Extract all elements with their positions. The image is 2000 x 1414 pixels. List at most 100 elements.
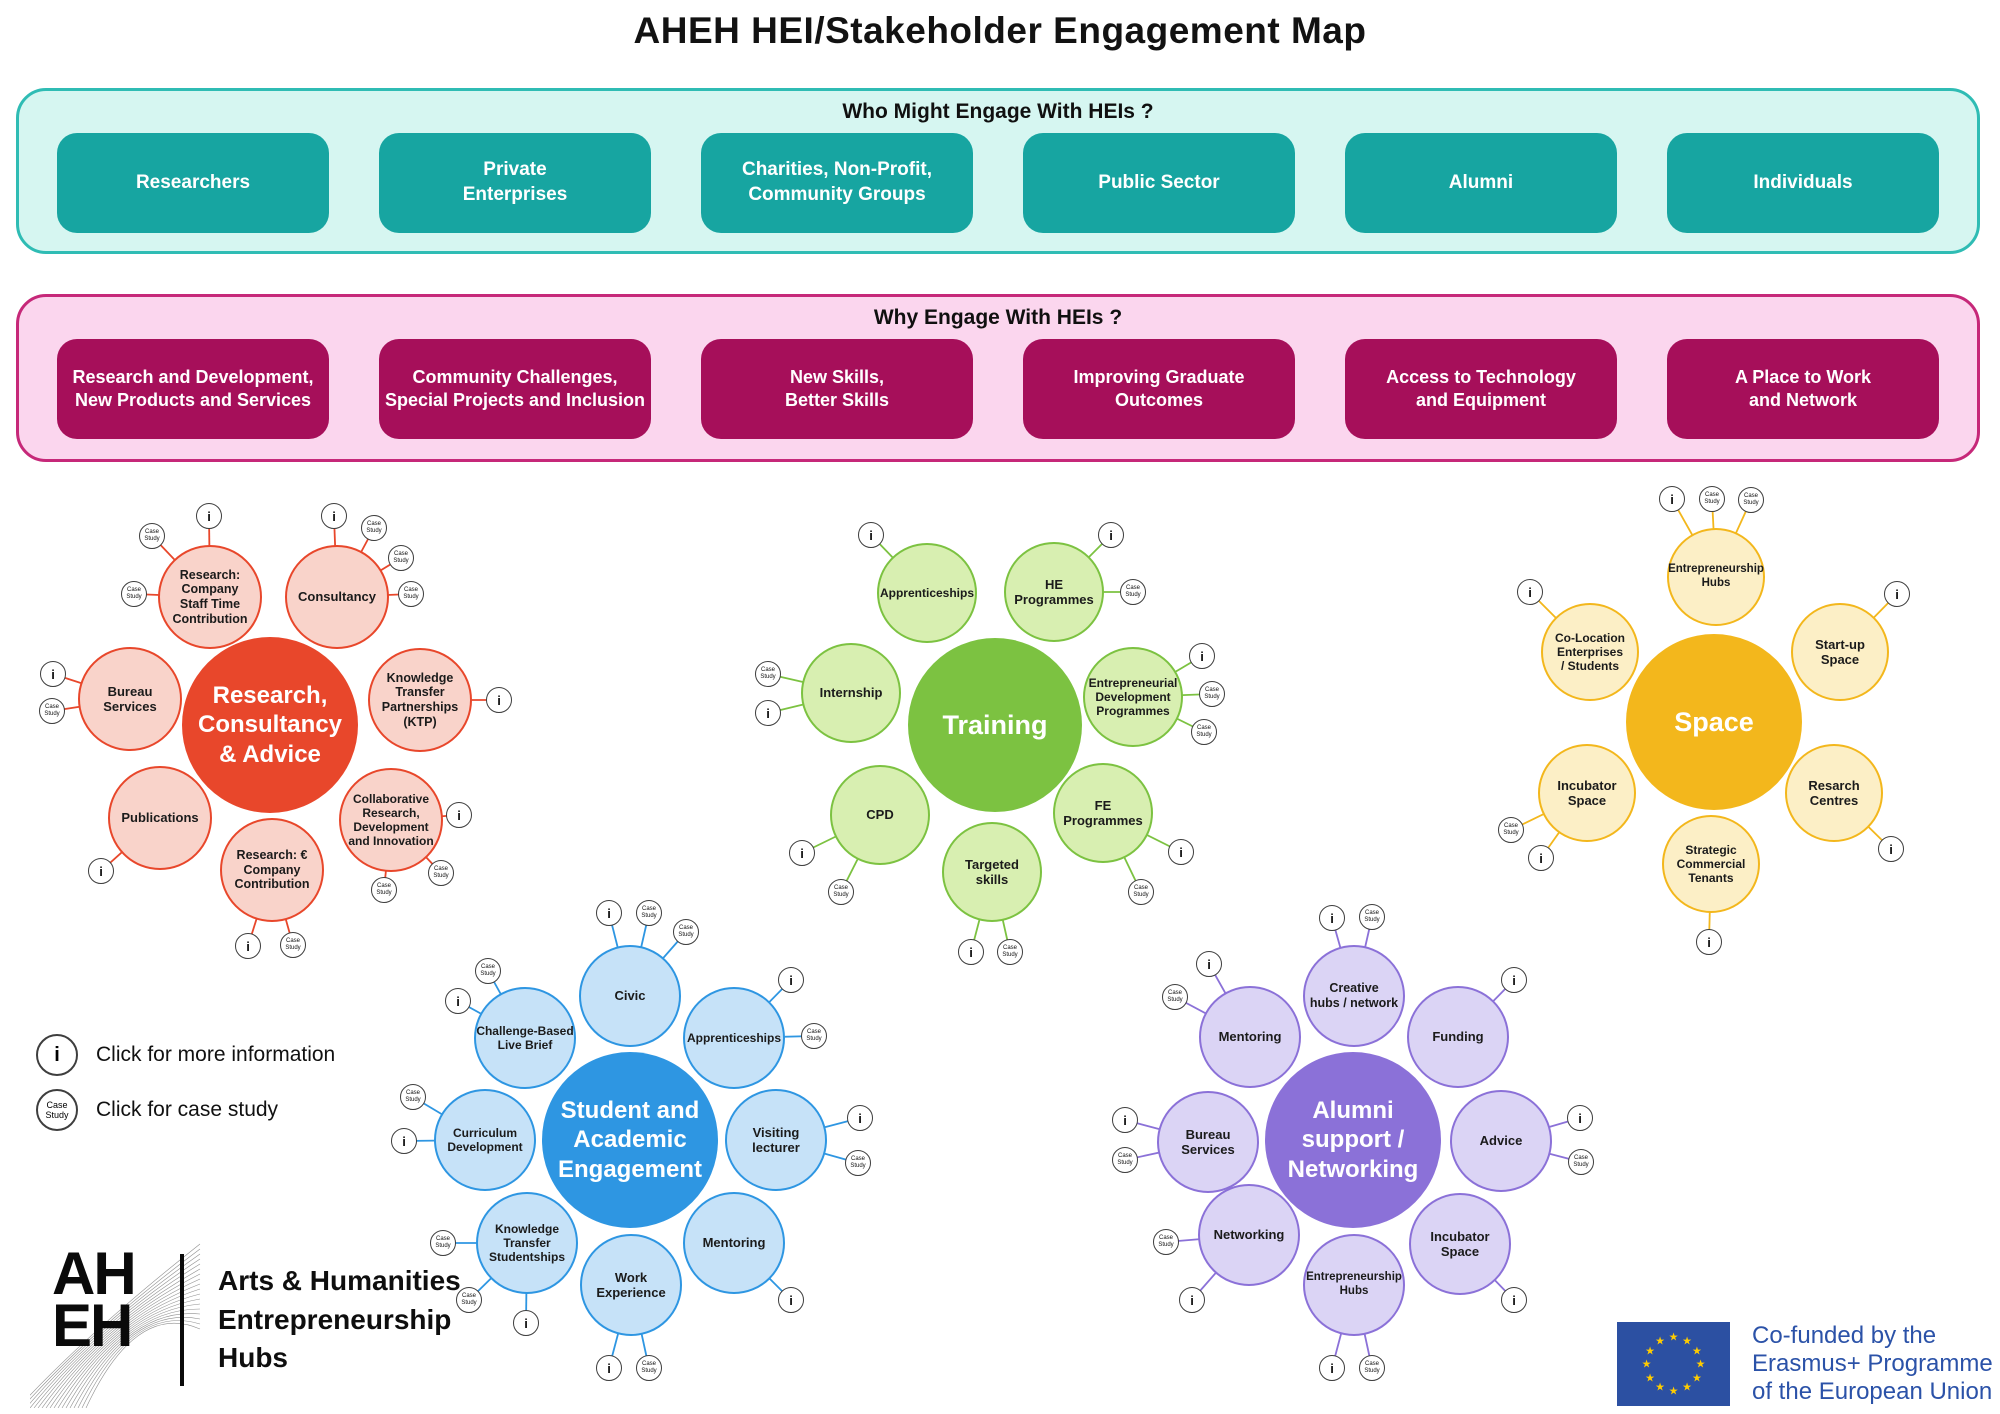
case-study-icon-student-academic-knowledge-transfer-studentships[interactable]: Case Study [430,1230,456,1256]
info-icon-research-knowledge-transfer-partnerships[interactable]: i [486,687,512,713]
info-icon-training-fe-programmes[interactable]: i [1168,839,1194,865]
case-study-icon-research-collaborative-research[interactable]: Case Study [371,877,397,903]
info-icon-student-academic-challenge-based-live-brief[interactable]: i [445,988,471,1014]
case-study-icon-research-consultancy[interactable]: Case Study [398,581,424,607]
info-icon-alumni-entrepreneurship-hubs[interactable]: i [1319,1355,1345,1381]
case-study-icon-alumni-entrepreneurship-hubs[interactable]: Case Study [1359,1355,1385,1381]
why-pill-graduate-outcomes: Improving Graduate Outcomes [1023,339,1295,439]
petal-space-incubator-space: Incubator Space [1538,744,1636,842]
info-icon-student-academic-visiting-lecturer[interactable]: i [847,1105,873,1131]
why-pill-row: Research and Development, New Products a… [19,339,1977,439]
info-icon-research-research-company-staff-time[interactable]: i [196,503,222,529]
flower-center-training: Training [908,638,1082,812]
info-icon-alumni-funding[interactable]: i [1501,967,1527,993]
case-study-icon-alumni-creative-hubs-network[interactable]: Case Study [1359,904,1385,930]
petal-research-collaborative-research: Collaborative Research, Development and … [339,768,443,872]
eu-star-icon: ★ [1655,1381,1665,1394]
case-study-icon-student-academic-challenge-based-live-brief[interactable]: Case Study [475,958,501,984]
info-icon-student-academic-curriculum-development[interactable]: i [391,1128,417,1154]
info-icon-space-start-up-space[interactable]: i [1884,581,1910,607]
info-icon-student-academic-mentoring[interactable]: i [778,1287,804,1313]
case-study-icon-research-collaborative-research[interactable]: Case Study [428,860,454,886]
case-study-icon-research-research-company-staff-time[interactable]: Case Study [139,523,165,549]
case-study-icon-training-entrepreneurial-development-programmes[interactable]: Case Study [1199,681,1225,707]
info-icon-training-cpd[interactable]: i [789,840,815,866]
case-study-icon-student-academic-civic[interactable]: Case Study [673,919,699,945]
petal-training-fe-programmes: FE Programmes [1053,763,1153,863]
info-icon-alumni-mentoring[interactable]: i [1196,951,1222,977]
eu-star-icon: ★ [1695,1358,1706,1371]
petal-student-academic-apprenticeships: Apprenticeships [683,987,785,1089]
petal-research-research-company-staff-time: Research: Company Staff Time Contributio… [158,545,262,649]
info-icon-student-academic-work-experience[interactable]: i [596,1355,622,1381]
info-icon-training-targeted-skills[interactable]: i [958,939,984,965]
petal-student-academic-knowledge-transfer-studentships: Knowledge Transfer Studentships [476,1192,578,1294]
case-study-icon-training-fe-programmes[interactable]: Case Study [1128,879,1154,905]
info-icon-alumni-advice[interactable]: i [1567,1105,1593,1131]
case-study-icon-student-academic-knowledge-transfer-studentships[interactable]: Case Study [456,1287,482,1313]
info-icon-alumni-bureau-services[interactable]: i [1112,1107,1138,1133]
info-icon-student-academic-apprenticeships[interactable]: i [778,967,804,993]
info-icon-alumni-creative-hubs-network[interactable]: i [1319,905,1345,931]
legend-row-case: Case Study Click for case study [36,1089,335,1131]
petal-student-academic-challenge-based-live-brief: Challenge-Based Live Brief [474,987,576,1089]
info-icon-alumni-networking[interactable]: i [1179,1287,1205,1313]
petal-training-he-programmes: HE Programmes [1004,542,1104,642]
case-study-icon-training-he-programmes[interactable]: Case Study [1120,579,1146,605]
info-icon-space-strategic-commercial-tenants[interactable]: i [1696,929,1722,955]
why-banner: Why Engage With HEIs ? Research and Deve… [16,294,1980,462]
case-study-icon-research-research-company-staff-time[interactable]: Case Study [121,581,147,607]
info-icon-training-apprenticeships[interactable]: i [858,522,884,548]
case-study-icon-research-research-company-contribution[interactable]: Case Study [280,932,306,958]
petal-alumni-creative-hubs-network: Creative hubs / network [1303,945,1405,1047]
petal-space-co-location-enterprises-students: Co-Location Enterprises / Students [1541,603,1639,701]
info-icon-research-bureau-services[interactable]: i [40,661,66,687]
case-study-icon-space-incubator-space[interactable]: Case Study [1498,817,1524,843]
case-study-icon-space-entrepreneurship-hubs[interactable]: Case Study [1699,486,1725,512]
info-icon-research-publications[interactable]: i [88,858,114,884]
info-icon-alumni-incubator-space[interactable]: i [1501,1287,1527,1313]
case-study-icon-training-entrepreneurial-development-programmes[interactable]: Case Study [1191,719,1217,745]
petal-training-apprenticeships: Apprenticeships [877,543,977,643]
why-pill-research-development: Research and Development, New Products a… [57,339,329,439]
info-icon-research-consultancy[interactable]: i [321,503,347,529]
info-icon-research-research-company-contribution[interactable]: i [235,933,261,959]
flower-center-student-academic: Student and Academic Engagement [542,1052,718,1228]
info-icon-space-co-location-enterprises-students[interactable]: i [1517,579,1543,605]
info-icon-space-entrepreneurship-hubs[interactable]: i [1659,486,1685,512]
case-study-icon-student-academic-civic[interactable]: Case Study [636,900,662,926]
case-study-icon-student-academic-visiting-lecturer[interactable]: Case Study [845,1150,871,1176]
info-icon-space-resarch-centres[interactable]: i [1878,836,1904,862]
info-icon-space-incubator-space[interactable]: i [1528,845,1554,871]
case-study-icon-research-consultancy[interactable]: Case Study [388,545,414,571]
who-pill-row: Researchers Private Enterprises Charitie… [19,133,1977,233]
case-study-icon-training-targeted-skills[interactable]: Case Study [997,939,1023,965]
page-title: AHEH HEI/Stakeholder Engagement Map [633,10,1367,51]
petal-training-cpd: CPD [830,765,930,865]
petal-space-start-up-space: Start-up Space [1791,603,1889,701]
info-icon-training-internship[interactable]: i [755,700,781,726]
case-study-icon-student-academic-apprenticeships[interactable]: Case Study [801,1023,827,1049]
case-study-icon-alumni-advice[interactable]: Case Study [1568,1149,1594,1175]
info-icon-training-entrepreneurial-development-programmes[interactable]: i [1189,643,1215,669]
info-icon-research-collaborative-research[interactable]: i [446,802,472,828]
case-study-icon-research-bureau-services[interactable]: Case Study [39,698,65,724]
legend-case-label: Click for case study [96,1098,279,1121]
case-study-icon-training-cpd[interactable]: Case Study [828,879,854,905]
case-study-icon-alumni-bureau-services[interactable]: Case Study [1112,1147,1138,1173]
petal-research-knowledge-transfer-partnerships: Knowledge Transfer Partnerships (KTP) [368,648,472,752]
case-study-icon-student-academic-curriculum-development[interactable]: Case Study [400,1084,426,1110]
petal-alumni-mentoring: Mentoring [1199,986,1301,1088]
aheh-logo-mark: AH EH [30,1240,201,1408]
case-study-icon-training-internship[interactable]: Case Study [755,661,781,687]
petal-space-strategic-commercial-tenants: Strategic Commercial Tenants [1662,815,1760,913]
info-icon-student-academic-knowledge-transfer-studentships[interactable]: i [513,1310,539,1336]
info-icon-training-he-programmes[interactable]: i [1098,522,1124,548]
case-study-icon-student-academic-work-experience[interactable]: Case Study [636,1355,662,1381]
case-study-icon-research-consultancy[interactable]: Case Study [361,515,387,541]
case-study-icon-alumni-networking[interactable]: Case Study [1153,1229,1179,1255]
info-icon-student-academic-civic[interactable]: i [596,900,622,926]
case-study-icon-space-entrepreneurship-hubs[interactable]: Case Study [1738,487,1764,513]
eu-star-icon: ★ [1691,1345,1702,1357]
case-study-icon-alumni-mentoring[interactable]: Case Study [1162,984,1188,1010]
